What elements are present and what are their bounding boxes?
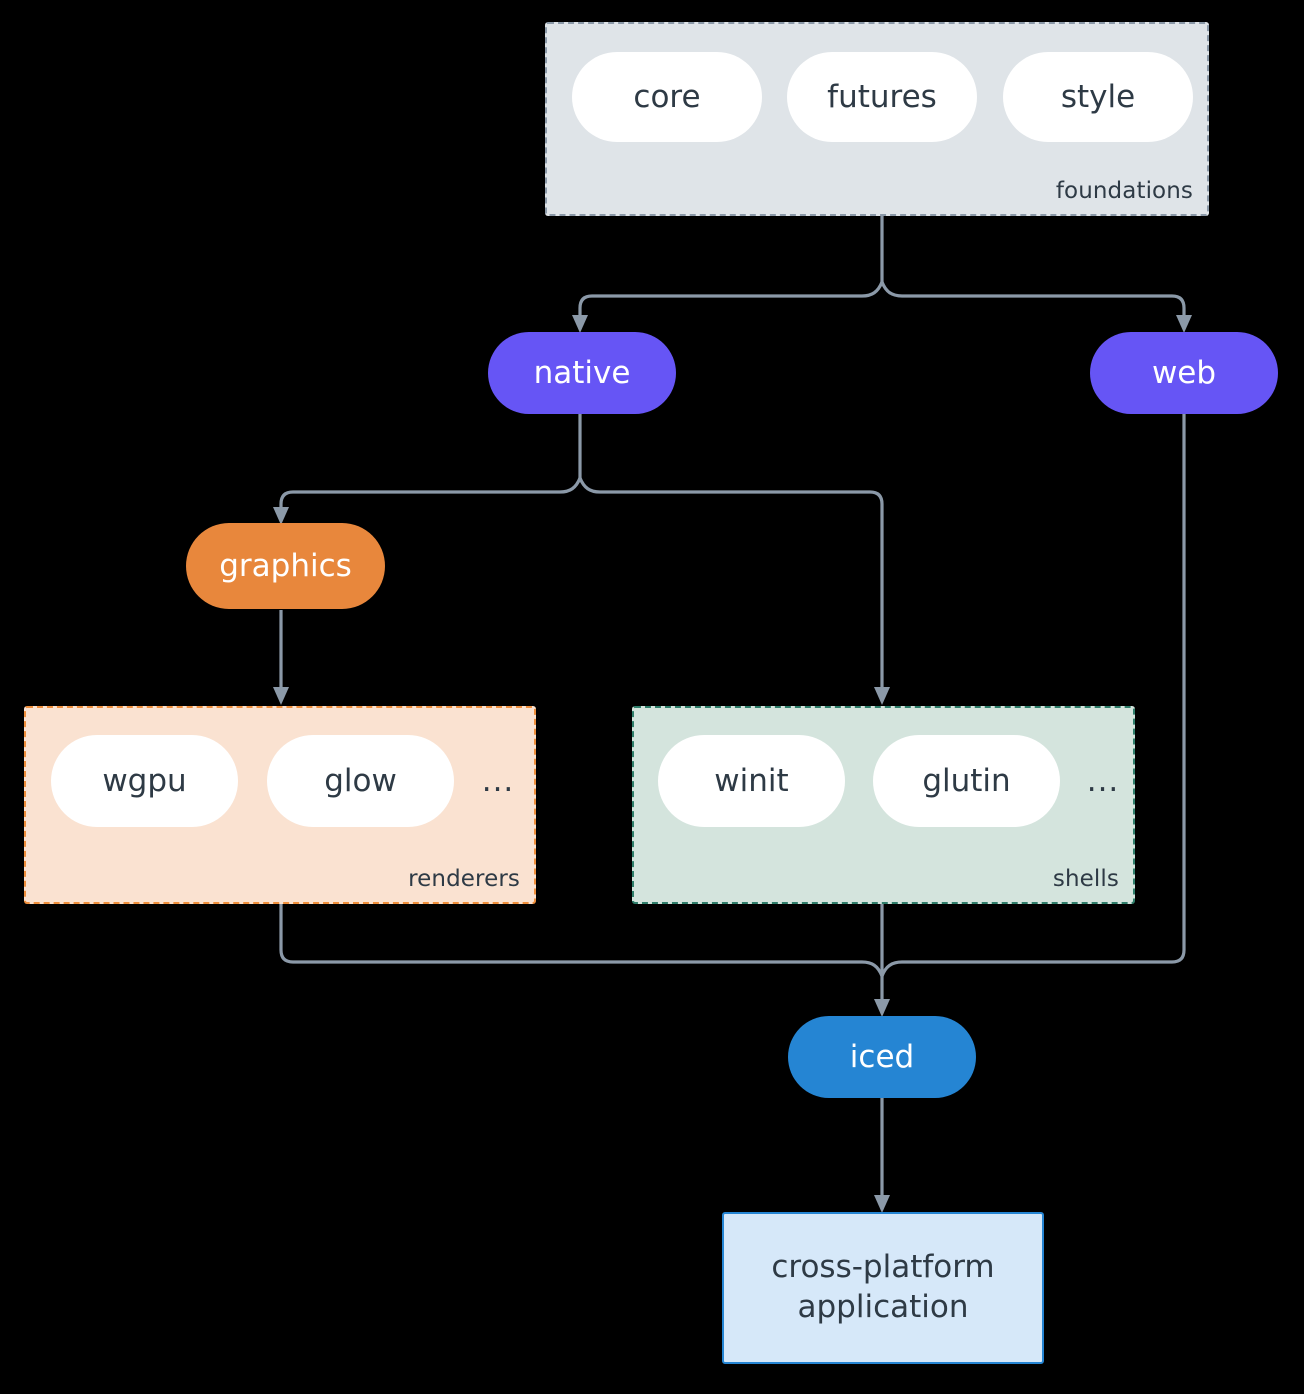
node-application-label-line1: cross-platform [771,1249,995,1286]
edge-foundations-to-web [880,281,1186,318]
node-application[interactable]: cross-platform application [722,1212,1044,1364]
node-web-label: web [1151,355,1217,391]
arrowhead-web [1176,315,1192,333]
node-graphics-label: graphics [219,548,352,584]
node-graphics[interactable]: graphics [186,523,385,609]
node-winit-label: winit [714,763,789,799]
edge-native-to-shells [578,477,884,690]
edge-native-to-graphics [279,477,582,510]
node-iced[interactable]: iced [788,1016,976,1098]
node-iced-label: iced [849,1039,915,1075]
arrowhead-iced [874,999,890,1017]
cluster-shells-label: shells [1052,866,1119,892]
node-style[interactable]: style [1003,52,1193,142]
edge-foundations-to-native [578,281,884,318]
node-web[interactable]: web [1090,332,1278,414]
shells-ellipsis: ... [1086,763,1120,799]
node-native-label: native [533,355,631,391]
edge-renderers-to-iced [279,903,884,977]
node-futures[interactable]: futures [787,52,977,142]
node-core[interactable]: core [572,52,762,142]
node-glutin[interactable]: glutin [873,735,1060,827]
node-core-label: core [633,79,701,115]
renderers-ellipsis: ... [481,763,515,799]
node-winit[interactable]: winit [658,735,845,827]
cluster-foundations-label: foundations [1055,178,1193,204]
node-style-label: style [1060,79,1136,115]
arrowhead-renderers [273,687,289,705]
node-glutin-label: glutin [922,763,1011,799]
node-wgpu-label: wgpu [102,763,187,799]
cluster-renderers-label: renderers [408,866,520,892]
arrowhead-application [874,1195,890,1213]
node-glow[interactable]: glow [267,735,454,827]
node-futures-label: futures [827,79,937,115]
arrowhead-native [572,315,588,333]
node-wgpu[interactable]: wgpu [51,735,238,827]
node-native[interactable]: native [488,332,676,414]
node-application-label-line2: application [797,1289,969,1325]
arrowhead-shells [874,687,890,705]
node-glow-label: glow [324,763,397,799]
